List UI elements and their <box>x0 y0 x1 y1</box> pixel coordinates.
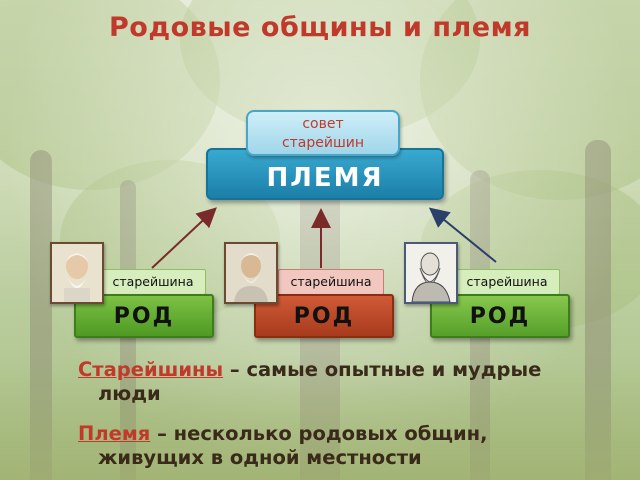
definition-elders-line2: люди <box>98 382 161 405</box>
council-line2: старейшин <box>281 135 365 151</box>
definition-tribe-line1: несколько родовых общин, <box>173 422 488 445</box>
arrow-left <box>151 207 217 269</box>
term-tribe: Племя <box>78 422 151 445</box>
council-line1: совет <box>302 116 344 132</box>
council-of-elders-box: совет старейшин <box>246 110 400 156</box>
definition-tribe: Племя – несколько родовых общин, живущих… <box>78 422 488 470</box>
arrow-right <box>428 207 497 263</box>
slide-title: Родовые общины и племя <box>108 12 531 43</box>
dash-1: – <box>223 358 247 381</box>
definition-elders: Старейшины – самые опытные и мудрые люди <box>78 358 541 406</box>
elder-label-1: старейшина <box>100 269 206 295</box>
dash-2: – <box>150 422 174 445</box>
elder-portrait-3 <box>404 242 458 304</box>
tribe-box: ПЛЕМЯ <box>206 148 444 200</box>
elder-portrait-1 <box>50 242 104 304</box>
definition-elders-line1: самые опытные и мудрые <box>246 358 542 381</box>
elder-label-3: старейшина <box>454 269 560 295</box>
elder-portrait-2 <box>224 242 278 304</box>
elder-label-2: старейшина <box>278 269 384 295</box>
term-elders: Старейшины <box>78 358 224 381</box>
definition-tribe-line2: живущих в одной местности <box>98 446 422 469</box>
